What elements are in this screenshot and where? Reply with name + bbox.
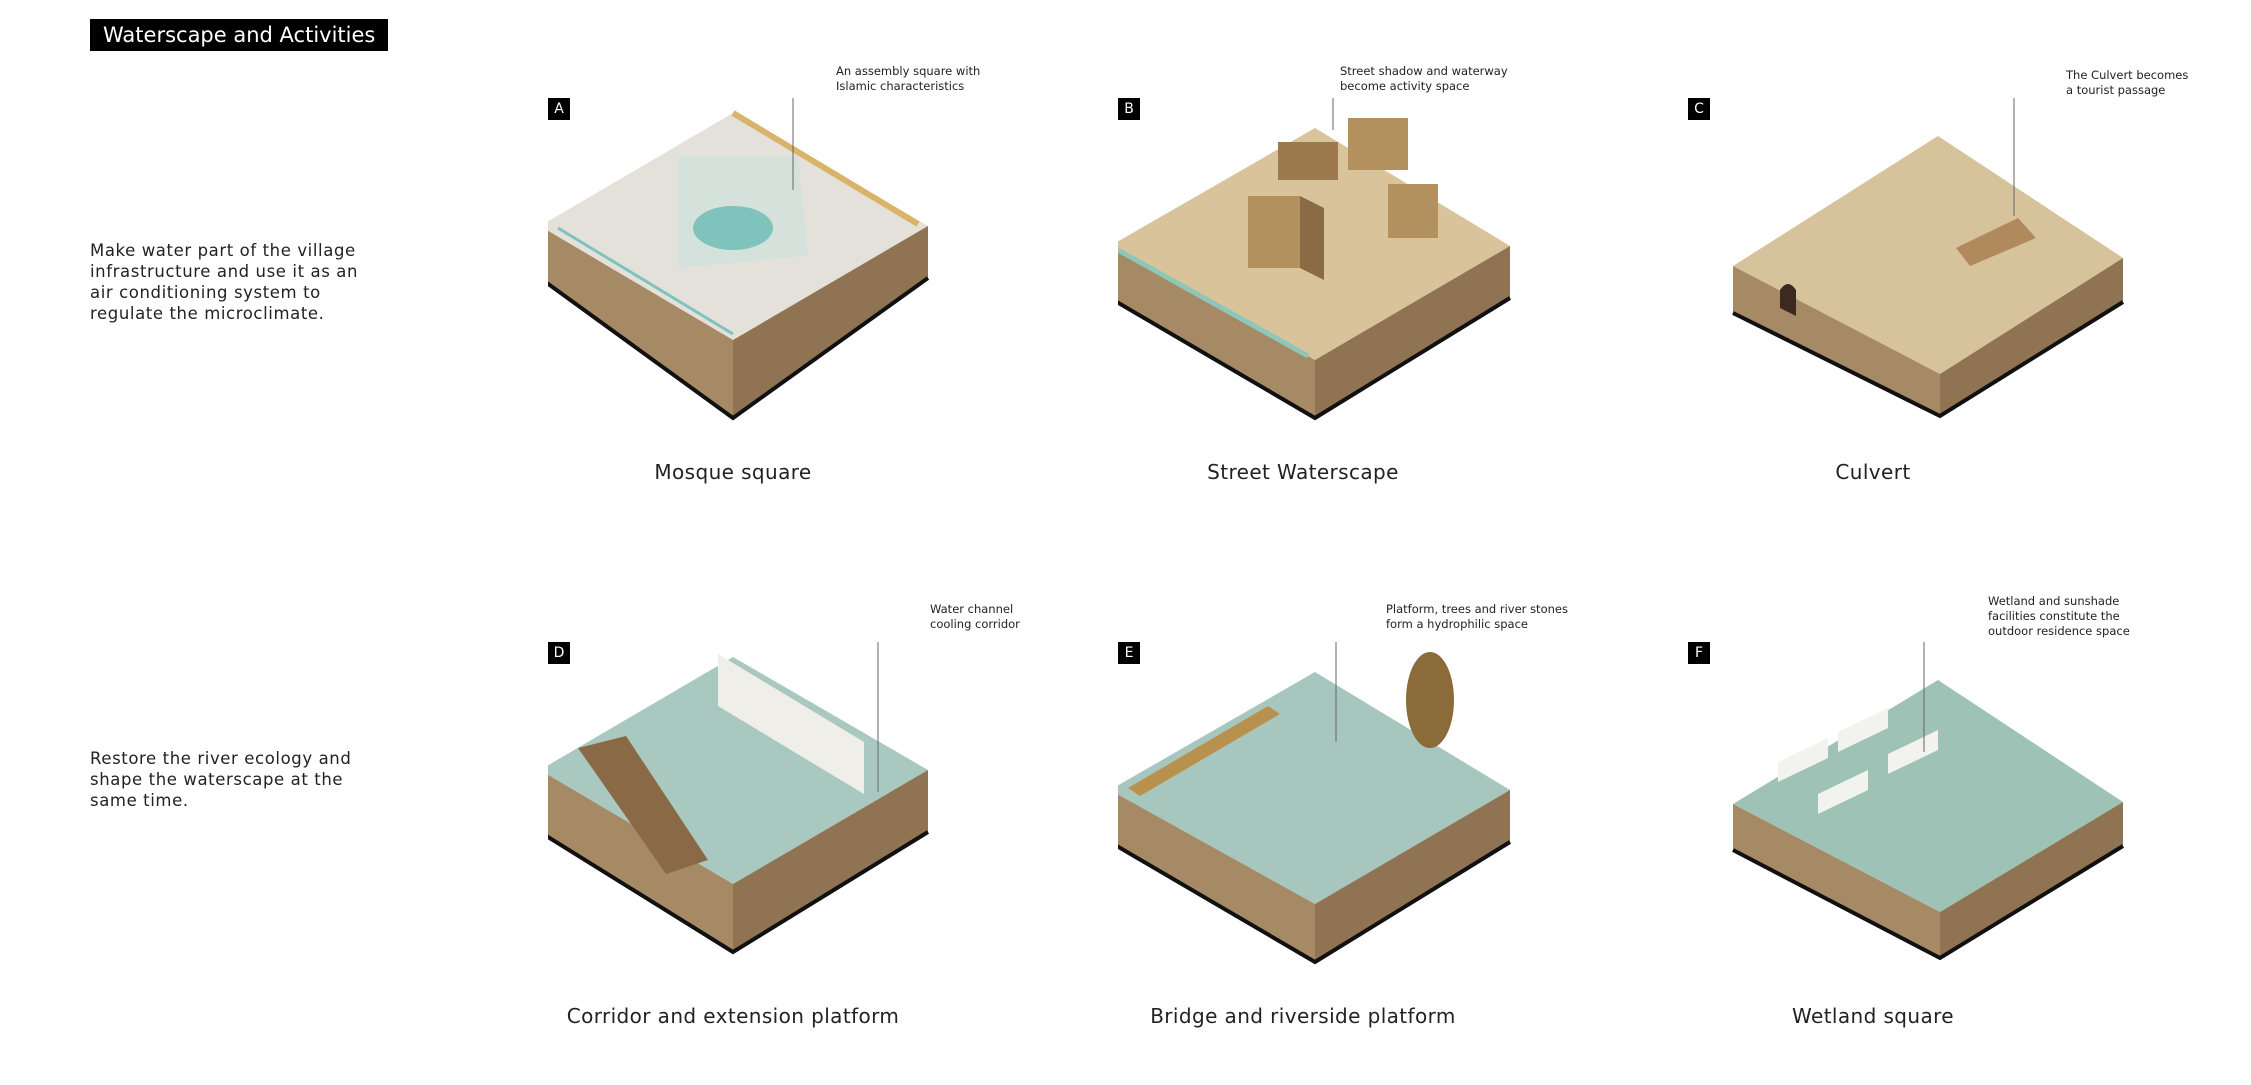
annotation-text: An assembly square with Islamic characte… [836, 64, 981, 93]
annotation-leader-line [1923, 642, 1925, 752]
annotation-leader-line [877, 642, 879, 792]
annotation-leader-line [792, 98, 794, 190]
mosque-square-illustration [548, 110, 930, 421]
water-channel [1118, 247, 1310, 359]
panel-badge: E [1118, 642, 1140, 664]
panel-c: C The Culvert becomes a tourist passage … [1688, 68, 2248, 484]
block-top [1733, 680, 2123, 912]
panel-badge: D [548, 642, 570, 664]
block-top [1118, 672, 1510, 904]
water-fountain [693, 206, 773, 250]
panel-caption: Mosque square [654, 460, 812, 484]
panel-badge: A [548, 98, 570, 120]
panel-caption: Corridor and extension platform [566, 1004, 900, 1028]
panel-badge: F [1688, 642, 1710, 664]
annotation-text: The Culvert becomes a tourist passage [2066, 68, 2189, 97]
panel-caption: Wetland square [1791, 1004, 1955, 1028]
annotation-leader-line [1335, 642, 1337, 742]
corridor-building [718, 654, 864, 794]
panel-caption: Street Waterscape [1207, 460, 1399, 484]
panel-b: B Street shadow and waterway become acti… [1118, 64, 1678, 484]
bridge-riverside-illustration [1118, 652, 1512, 965]
page-title: Waterscape and Activities [90, 19, 389, 51]
panel-badge: C [1688, 98, 1710, 120]
panel-caption: Culvert [1835, 460, 1911, 484]
tourist-passage [1956, 218, 2036, 266]
street-waterscape-illustration [1118, 118, 1512, 421]
block-top [1733, 136, 2123, 374]
culvert-opening-icon [1780, 284, 1796, 316]
tree-icon [1406, 652, 1454, 748]
panel-a: A An assembly square with Islamic charac… [548, 64, 1108, 484]
riverside-platform [1128, 706, 1280, 796]
panel-e: E Platform, trees and river stones form … [1118, 602, 1678, 1028]
annotation-text: Platform, trees and river stones form a … [1386, 602, 1568, 631]
wetland-square-illustration [1732, 680, 2125, 961]
annotation-leader-line [1332, 98, 1334, 130]
annotation-text: Street shadow and waterway become activi… [1340, 64, 1508, 93]
panel-badge: B [1118, 98, 1140, 120]
annotation-text: Water channel cooling corridor [930, 602, 1020, 631]
culvert-illustration [1732, 136, 2125, 419]
row-2-intro-text: Restore the river ecology and shape the … [90, 749, 352, 810]
sunshade-panel [1778, 738, 1828, 782]
annotation-leader-line [2013, 98, 2015, 216]
row-1-intro-text: Make water part of the village infrastru… [90, 241, 359, 323]
corridor-platform-illustration [548, 654, 930, 955]
panel-caption: Bridge and riverside platform [1150, 1004, 1456, 1028]
panel-d: D Water channel cooling corridor Corrido… [548, 602, 1108, 1028]
panel-f: F Wetland and sunshade facilities consti… [1688, 594, 2248, 1028]
annotation-text: Wetland and sunshade facilities constitu… [1988, 594, 2130, 638]
